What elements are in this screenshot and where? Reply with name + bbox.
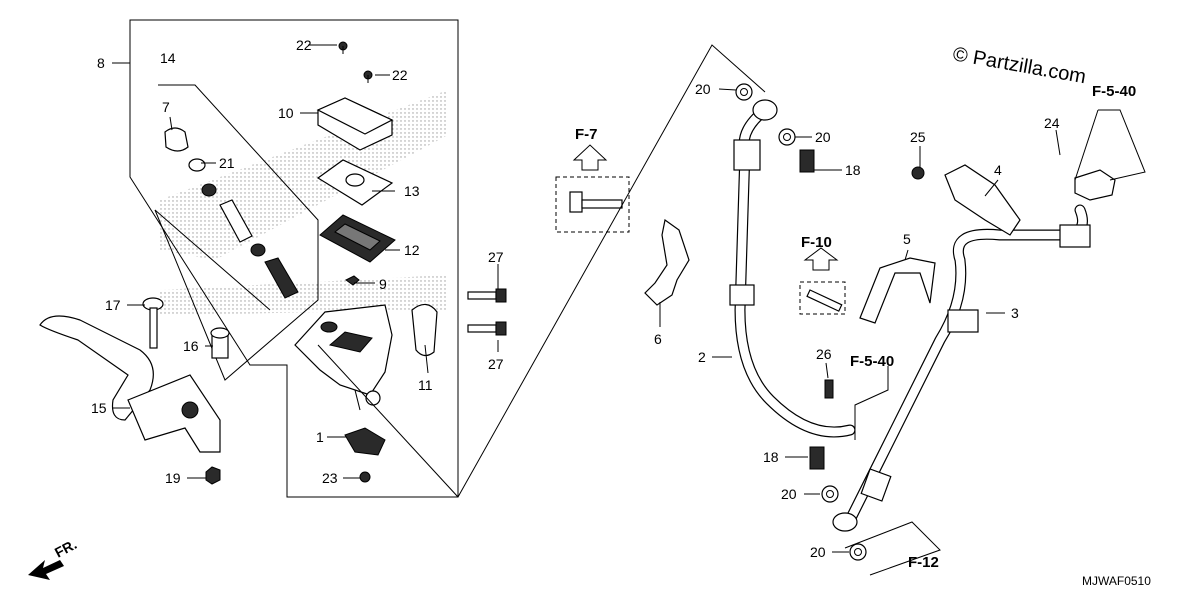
callout-label: 18 (845, 162, 861, 178)
up-arrow-icon (803, 247, 839, 271)
master-cylinder-body[interactable] (294, 304, 393, 411)
ref-box (555, 176, 630, 233)
callout-label: 3 (1011, 305, 1019, 321)
callout-label: 26 (816, 346, 832, 362)
nut[interactable] (205, 466, 221, 485)
bolt[interactable] (806, 289, 843, 312)
callout-label: 1 (316, 429, 324, 445)
bolt[interactable] (467, 321, 507, 336)
callout-label: 5 (903, 231, 911, 247)
callout-label: 8 (97, 55, 105, 71)
screw[interactable] (359, 471, 371, 483)
hose-clamp[interactable] (944, 164, 1021, 236)
callout-label: 4 (994, 162, 1002, 178)
callout-label: 9 (379, 276, 387, 292)
bolt[interactable] (911, 166, 925, 180)
hose-clamp[interactable] (859, 257, 936, 324)
callout-label: 16 (183, 338, 199, 354)
bracket[interactable] (411, 303, 438, 357)
callout-label: 27 (488, 356, 504, 372)
callout-label: 11 (418, 377, 433, 393)
watermark: © Partzilla.com (951, 43, 1088, 88)
ref-label-f7: F-7 (575, 126, 598, 143)
reservoir-cap[interactable] (316, 97, 394, 151)
leader-lines (112, 44, 1146, 553)
ref-label-f10: F-10 (801, 234, 832, 251)
screw[interactable] (363, 70, 373, 83)
connector-lines (317, 44, 941, 576)
bolt[interactable] (467, 288, 507, 303)
brake-hose[interactable] (729, 99, 856, 438)
callout-label: 20 (695, 81, 711, 97)
diaphragm[interactable] (319, 214, 396, 263)
sealing-washer[interactable] (821, 485, 839, 503)
callout-label: 25 (910, 129, 926, 145)
brake-switch[interactable] (344, 427, 386, 456)
callout-label: 20 (810, 544, 826, 560)
callout-label: 12 (404, 242, 420, 258)
callout-label: 14 (160, 50, 176, 66)
callout-label: 22 (296, 37, 312, 53)
brake-lever[interactable] (39, 315, 221, 453)
float-part[interactable] (345, 275, 360, 286)
callout-label: 20 (781, 486, 797, 502)
diagram-code: MJWAF0510 (1082, 574, 1151, 588)
callout-label: 10 (278, 105, 294, 121)
callout-label: 17 (105, 297, 121, 313)
callout-label: 22 (392, 67, 408, 83)
callout-label: 19 (165, 470, 181, 486)
callout-label: 23 (322, 470, 338, 486)
direction-label: FR. (52, 536, 79, 561)
oil-bolt[interactable] (809, 446, 825, 470)
push-rod[interactable] (210, 327, 230, 359)
callout-label: 2 (698, 349, 706, 365)
assembly-outline (129, 19, 459, 498)
sealing-washer[interactable] (849, 543, 867, 561)
diaphragm-plate[interactable] (316, 159, 394, 206)
stipple-band (160, 90, 448, 315)
callout-label: 18 (763, 449, 779, 465)
oil-bolt[interactable] (799, 149, 815, 173)
screw[interactable] (338, 41, 348, 54)
sealing-washer[interactable] (778, 128, 796, 146)
callout-label: 27 (488, 249, 504, 265)
callout-label: 13 (404, 183, 420, 199)
piston-kit[interactable] (164, 127, 299, 299)
pivot-bolt[interactable] (142, 297, 164, 349)
callout-label: 7 (162, 99, 170, 115)
ref-box (799, 281, 846, 315)
ref-label-f5-40: F-5-40 (850, 353, 894, 370)
bolt[interactable] (824, 379, 834, 399)
front-direction-arrow-icon (28, 560, 64, 580)
bolt[interactable] (569, 191, 623, 213)
callout-label: 21 (219, 155, 235, 171)
callout-label: 6 (654, 331, 662, 347)
brake-hose[interactable] (832, 204, 1091, 532)
ref-label-f12: F-12 (908, 554, 939, 571)
sealing-washer[interactable] (735, 83, 753, 101)
brake-joint[interactable] (1074, 169, 1116, 201)
callout-label: 15 (91, 400, 107, 416)
up-arrow-icon (572, 144, 608, 171)
ref-label-f5-40: F-5-40 (1092, 83, 1136, 100)
callout-label: 20 (815, 129, 831, 145)
hose-clamp[interactable] (644, 218, 690, 306)
callout-label: 24 (1044, 115, 1060, 131)
